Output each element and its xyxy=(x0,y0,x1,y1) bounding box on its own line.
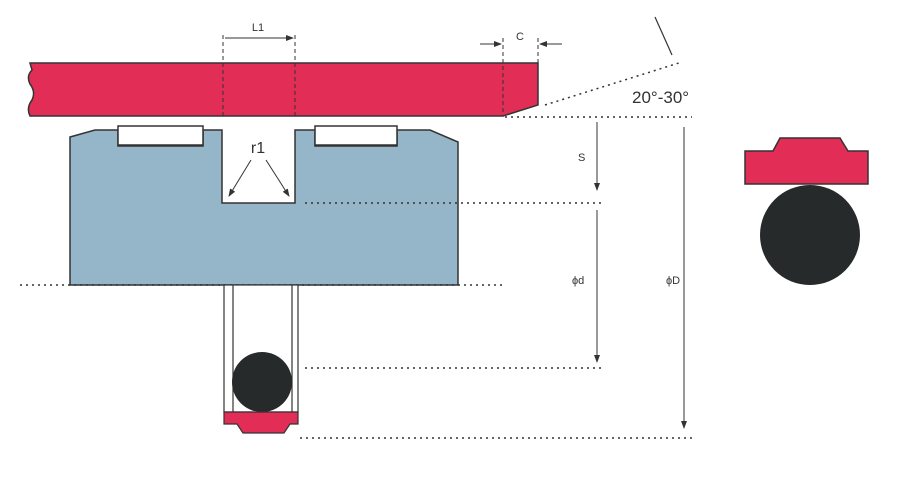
cap-seal-profile xyxy=(744,137,869,185)
piston-body xyxy=(69,129,459,286)
chamfer-angle-lines xyxy=(544,16,683,106)
c-label: C xyxy=(516,31,524,43)
o-ring-section xyxy=(232,352,292,412)
c-dimension xyxy=(480,38,562,116)
l1-label: L1 xyxy=(252,22,264,34)
angle-label: 20°-30° xyxy=(632,88,689,107)
guide-ring-right xyxy=(314,125,398,146)
cap-seal-section xyxy=(223,411,299,434)
guide-ring-left xyxy=(117,125,204,146)
reference-lines xyxy=(20,116,692,439)
r1-arrows xyxy=(228,159,290,197)
o-ring-profile xyxy=(760,185,860,285)
l1-dimension xyxy=(222,35,296,116)
cylinder-bore xyxy=(27,62,539,117)
s-label: S xyxy=(578,152,585,164)
phi-D-label: ϕD xyxy=(666,275,680,287)
dimension-arrows xyxy=(594,122,687,429)
phi-d-label: ϕd xyxy=(572,275,584,287)
r1-label: r1 xyxy=(251,140,265,157)
